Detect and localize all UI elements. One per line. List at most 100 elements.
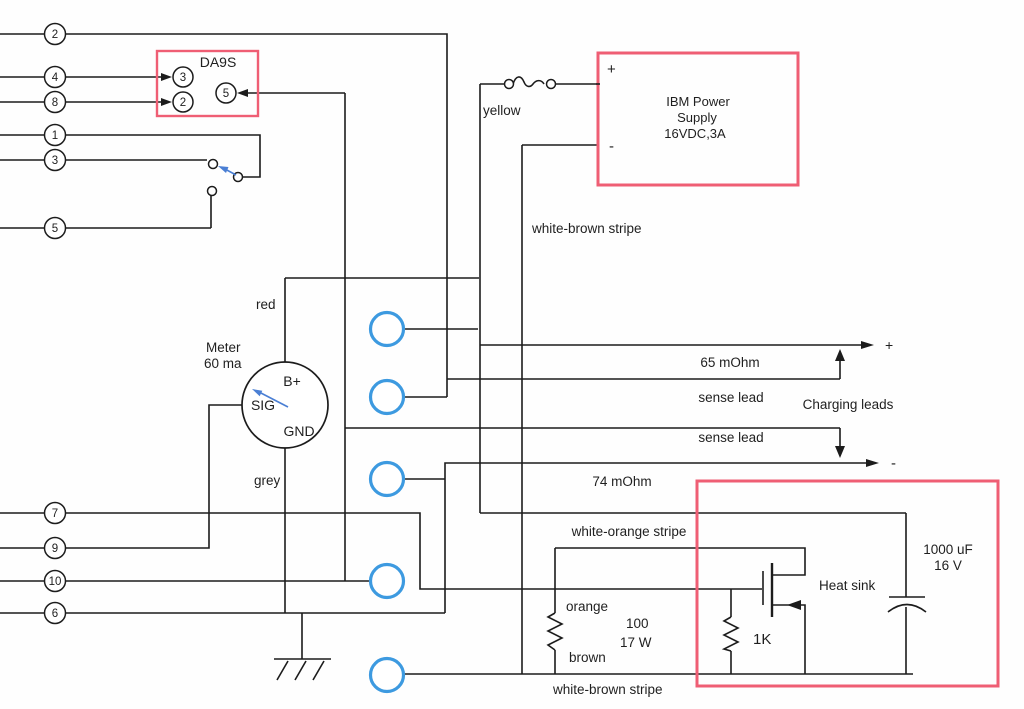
- fuse-terminal-right: [545, 78, 557, 90]
- left-pins: 2 4 8 1 3 5 7 9 10 6: [43, 22, 67, 625]
- connector-4: [368, 562, 406, 600]
- label-orange: orange: [566, 599, 608, 614]
- wire-sense-lead-2: [345, 427, 841, 452]
- label-74mohm: 74 mOhm: [592, 474, 651, 489]
- meter-needle: [258, 391, 289, 408]
- label-charging-leads: Charging leads: [803, 397, 894, 412]
- label-sense-lead-2: sense lead: [698, 430, 763, 445]
- psu-name-line1: IBM Power: [666, 94, 730, 109]
- label-charging-minus: -: [891, 455, 896, 472]
- da9s-pin-label-2: 2: [180, 97, 186, 109]
- arrow-into-da9s5-icon: [237, 89, 248, 97]
- mosfet-source-arrow-icon: [787, 600, 801, 610]
- pin-circle-5: [43, 216, 67, 240]
- label-heat-sink: Heat sink: [819, 578, 876, 593]
- pin-circle-8: [43, 90, 67, 114]
- wire-red-meter: [284, 277, 479, 362]
- psu-plus-terminal: +: [607, 61, 616, 78]
- da9s-connector: DA9S 3 2 5: [172, 54, 237, 113]
- ground-symbol: [274, 613, 331, 681]
- meter-terminal-gnd: GND: [283, 423, 314, 439]
- switch-contact-bottom: [206, 185, 218, 197]
- da9s-pin-circle-5: [215, 82, 237, 104]
- pin-circle-4: [43, 65, 67, 89]
- pin-circle-10: [43, 569, 67, 593]
- label-charging-plus: +: [885, 337, 893, 353]
- switch-wiper-arrow-icon: [218, 166, 229, 173]
- wire-pin1-switch: [0, 134, 261, 178]
- label-cap-value: 1000 uF: [923, 542, 973, 557]
- da9s-pin-label-3: 3: [180, 72, 186, 84]
- da9s-pin-circle-2: [172, 91, 194, 113]
- pin-circle-9: [43, 536, 67, 560]
- connector-5: [368, 656, 406, 694]
- wire-drain-net: [555, 547, 806, 576]
- labels: + - IBM Power Supply 16VDC,3A yellow whi…: [204, 61, 973, 697]
- pin-label-6: 6: [52, 608, 58, 620]
- da9s-title: DA9S: [200, 54, 237, 70]
- arrow-into-da9s2-icon: [161, 98, 172, 106]
- meter-terminal-bplus: B+: [283, 373, 301, 389]
- resistor-1k-zigzag: [721, 616, 740, 652]
- meter-title-line1: Meter: [206, 340, 241, 355]
- psu-name-line2: Supply: [677, 110, 717, 125]
- da9s-box: [155, 49, 260, 118]
- arrow-sense2-down-icon: [835, 446, 845, 458]
- label-r1k: 1K: [753, 631, 771, 648]
- arrow-sense1-up-icon: [835, 349, 845, 361]
- arrowheads: [161, 73, 879, 610]
- label-white-brown-top: white-brown stripe: [531, 221, 642, 236]
- pin-circle-3: [43, 148, 67, 172]
- pin-label-1: 1: [52, 130, 58, 142]
- pin-label-9: 9: [52, 543, 58, 555]
- meter-needle-arrow-icon: [252, 389, 263, 397]
- connector-1: [368, 310, 406, 348]
- label-cap-voltage: 16 V: [934, 558, 962, 573]
- pin-circle-6: [43, 601, 67, 625]
- resistor-100-zigzag: [546, 612, 564, 651]
- label-r100-value: 100: [626, 616, 649, 631]
- pin-label-3: 3: [52, 155, 58, 167]
- switch-contact-top: [207, 158, 219, 170]
- pin-circle-1: [43, 123, 67, 147]
- mosfet-source: [772, 604, 806, 674]
- wire-pin9-sig: [0, 404, 242, 549]
- label-grey: grey: [254, 473, 281, 488]
- pin-circle-2: [43, 22, 67, 46]
- label-red: red: [256, 297, 276, 312]
- meter-title-line2: 60 ma: [204, 356, 242, 371]
- terminal-connectors: [368, 310, 406, 694]
- label-yellow: yellow: [483, 103, 521, 118]
- connector-3: [368, 460, 406, 498]
- fuse-element: [512, 76, 545, 88]
- psu-minus-terminal: -: [609, 138, 614, 155]
- pin-circle-7: [43, 501, 67, 525]
- meter-terminal-sig: SIG: [251, 397, 275, 413]
- power-supply-box: [596, 51, 800, 187]
- label-sense-lead-1: sense lead: [698, 390, 763, 405]
- label-65mohm: 65 mOhm: [700, 355, 759, 370]
- arrow-plus-lead-icon: [861, 341, 874, 349]
- da9s-pin-label-5: 5: [223, 88, 229, 100]
- wire-sense-lead-1: [447, 356, 841, 380]
- psu-name-line3: 16VDC,3A: [664, 126, 726, 141]
- meter: B+ SIG GND: [241, 361, 329, 449]
- da9s-pin-circle-3: [172, 66, 194, 88]
- arrow-into-da9s3-icon: [161, 73, 172, 81]
- label-white-brown-bottom: white-brown stripe: [552, 682, 663, 697]
- pin-label-4: 4: [52, 72, 59, 84]
- regulator-box: [695, 479, 1000, 688]
- label-r100-power: 17 W: [620, 635, 652, 650]
- label-white-orange: white-orange stripe: [571, 524, 687, 539]
- wire-minus-charging: [444, 462, 871, 613]
- label-brown: brown: [569, 650, 606, 665]
- pin-label-2: 2: [52, 29, 58, 41]
- arrow-minus-lead-icon: [866, 459, 879, 467]
- pin-label-7: 7: [52, 508, 58, 520]
- connector-2: [368, 378, 406, 416]
- wire-pin5-switch: [0, 196, 212, 229]
- pin-label-10: 10: [49, 576, 62, 588]
- capacitor-plate-curved: [887, 603, 927, 613]
- selector-switch: [206, 158, 244, 197]
